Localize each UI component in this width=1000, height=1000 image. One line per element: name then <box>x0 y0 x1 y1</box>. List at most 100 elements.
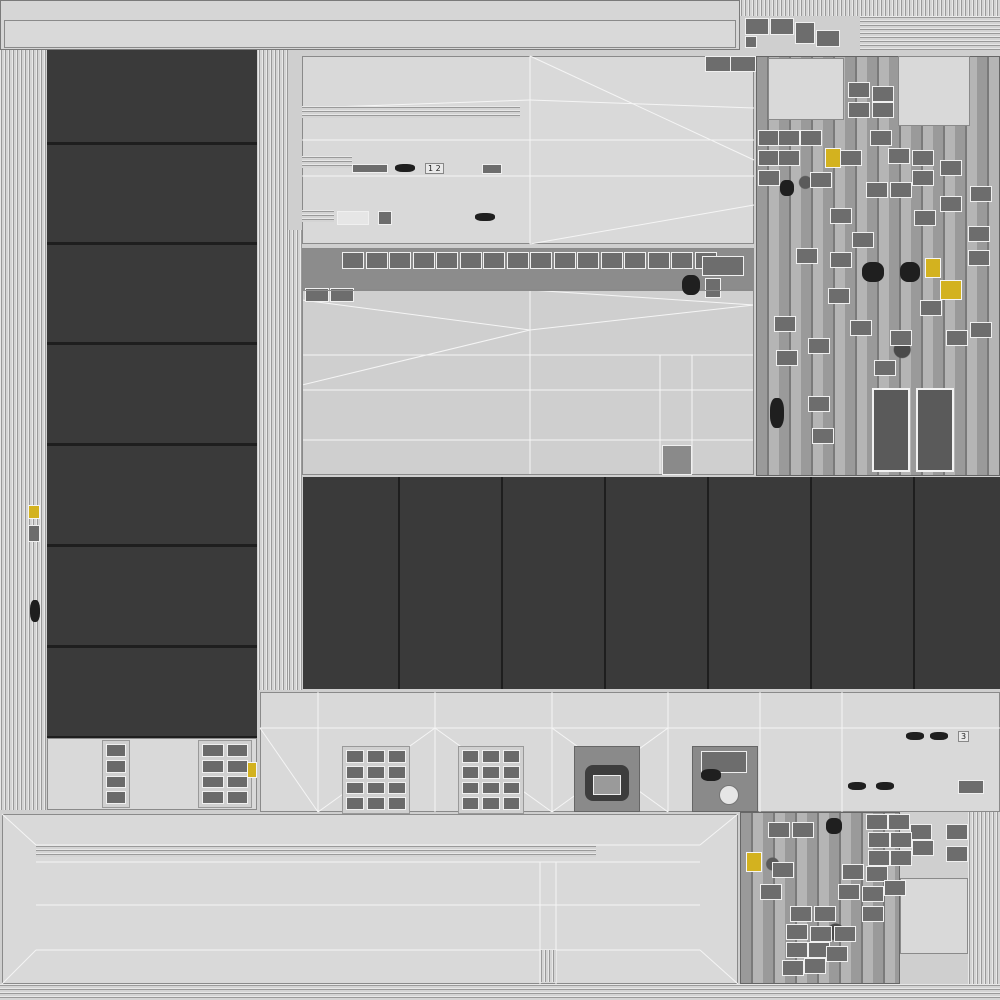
center-top-rail-2 <box>302 156 352 168</box>
sign-3-label: 3 <box>958 731 970 742</box>
bottom-chip-9 <box>868 850 890 866</box>
right-blob-1 <box>862 262 884 282</box>
cell-row-chip-1 <box>342 252 364 269</box>
right-chip-8 <box>758 150 780 166</box>
bottom-chip-15 <box>838 884 860 900</box>
right-chip-37 <box>890 182 912 198</box>
bottom-chip-23 <box>834 926 856 942</box>
left-dark-panel-1 <box>47 50 257 145</box>
right-chip-40 <box>870 130 892 146</box>
bottom-chip-27 <box>804 958 826 974</box>
bottom-chip-26 <box>782 960 804 976</box>
center-dark-col-6 <box>812 477 916 689</box>
bottom-chip-19 <box>790 906 812 922</box>
cell-row-chip-12 <box>600 252 623 269</box>
bottom-chip-1 <box>768 822 790 838</box>
left-dark-panel-7 <box>47 649 257 739</box>
right-chip-9 <box>778 150 800 166</box>
right-top-box-2 <box>898 56 970 126</box>
right-chip-28 <box>808 396 830 412</box>
right-top-box-1 <box>768 58 844 120</box>
right-chip-4 <box>872 102 894 118</box>
top-chip-3 <box>795 22 815 44</box>
cell-row-chip-3 <box>389 252 411 269</box>
right-chip-16 <box>912 150 934 166</box>
bottom-chip-17 <box>884 880 906 896</box>
lower-left-yellow <box>247 762 257 778</box>
right-chip-23 <box>968 250 990 266</box>
top-chip-4 <box>816 30 840 47</box>
right-chip-27 <box>874 360 896 376</box>
right-chip-18 <box>940 160 962 176</box>
left-blob <box>30 600 40 622</box>
center-left-strip-2 <box>288 230 302 690</box>
bottom-chip-2 <box>792 822 814 838</box>
cell-row-chip-10 <box>553 252 576 269</box>
left-edge-strip <box>0 50 46 810</box>
lower-grid-2 <box>458 746 524 814</box>
right-chip-22 <box>968 226 990 242</box>
bottom-chip-4 <box>888 814 910 830</box>
right-chip-13 <box>852 232 874 248</box>
center-top-rail-3 <box>302 210 334 222</box>
right-bottom-strip <box>968 812 1000 984</box>
right-chip-2 <box>872 86 894 102</box>
center-mid-panel <box>302 290 754 475</box>
bottom-chip-6 <box>868 832 890 848</box>
center-top-chip-3 <box>352 164 388 173</box>
bottom-chip-8 <box>912 840 934 856</box>
bottom-chip-7 <box>890 832 912 848</box>
bottom-chip-29 <box>760 884 782 900</box>
right-chip-31 <box>774 316 796 332</box>
left-dark-panel-3 <box>47 245 257 345</box>
right-blob-2 <box>900 262 920 282</box>
center-mid-chip-1 <box>662 445 692 475</box>
right-yellow-1 <box>825 148 841 168</box>
right-yellow-2 <box>925 258 941 278</box>
cell-row-chip-20 <box>705 278 721 298</box>
bottom-chip-14 <box>866 866 888 882</box>
cell-row-chip-9 <box>530 252 552 269</box>
right-chip-6 <box>778 130 800 146</box>
lower-box-3 <box>574 746 640 812</box>
lower-blob-3 <box>848 782 866 790</box>
bottom-chip-24 <box>786 942 808 958</box>
cell-row-chip-17 <box>305 288 329 302</box>
top-right-strip-2 <box>860 16 1000 50</box>
sign-12-label: 1 2 <box>425 163 444 174</box>
cell-row-chip-8 <box>506 252 529 269</box>
right-blob-5 <box>682 275 700 295</box>
right-chip-29 <box>812 428 834 444</box>
cell-row-chip-15 <box>671 252 693 269</box>
bottom-chip-16 <box>862 886 884 902</box>
left-dark-column <box>47 50 257 739</box>
right-chip-38 <box>796 248 818 264</box>
right-yellow-3 <box>940 280 962 300</box>
right-chip-26 <box>850 320 872 336</box>
cell-row-chip-11 <box>577 252 599 269</box>
lower-left-grid <box>198 740 252 808</box>
center-dark-col-2 <box>400 477 504 689</box>
bottom-grate <box>540 950 556 982</box>
top-right-strip <box>740 0 1000 16</box>
right-chip-14 <box>830 252 852 268</box>
right-door-1 <box>872 388 910 472</box>
top-chip-5 <box>745 36 757 48</box>
bottom-chip-28 <box>826 946 848 962</box>
lower-blob-4 <box>876 782 894 790</box>
cell-row-chip-4 <box>412 252 435 269</box>
right-blob-4 <box>770 398 784 428</box>
cell-row-chip-7 <box>483 252 505 269</box>
right-chip-21 <box>970 186 992 202</box>
right-chip-12 <box>830 208 852 224</box>
cell-row-chip-14 <box>647 252 670 269</box>
cell-row-chip-6 <box>459 252 482 269</box>
right-chip-34 <box>946 330 968 346</box>
right-chip-7 <box>800 130 822 146</box>
center-top-chip-1 <box>705 56 731 72</box>
center-dark-col-7 <box>915 477 1000 689</box>
lower-blob-1 <box>906 732 924 740</box>
center-top-chip-6 <box>378 211 392 225</box>
right-chip-5 <box>758 130 780 146</box>
lower-chip-1 <box>958 780 984 794</box>
